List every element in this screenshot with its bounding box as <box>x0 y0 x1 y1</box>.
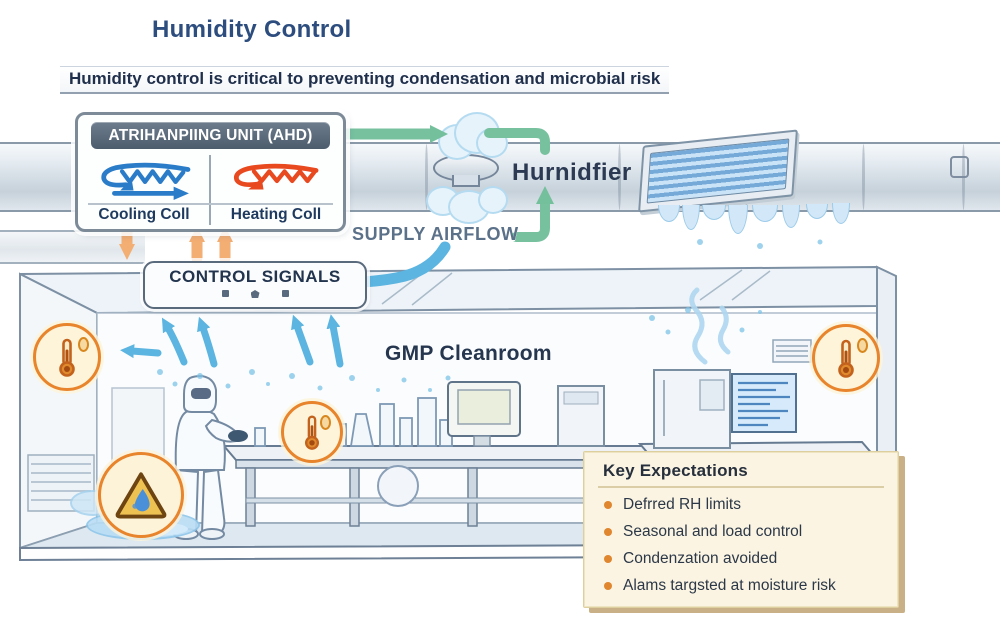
page-title: Humidity Control <box>152 16 352 43</box>
list-item: Alams targsted at moisture risk <box>598 573 884 600</box>
humidifier-label: Hurnidfier <box>512 159 632 186</box>
ahu-box: ATRIHANPIING UNIT (AHD) Cooling Coll Hea… <box>75 112 346 232</box>
icicle <box>682 205 700 230</box>
bullet-icon <box>604 528 612 536</box>
equipment-steam <box>689 287 731 365</box>
heating-coil-icon <box>216 159 336 201</box>
under-bench-vessel <box>377 465 419 507</box>
supply-airflow-label: SUPPLY AIRFLOW <box>352 224 519 244</box>
list-item: Seasonal and load control <box>598 519 884 546</box>
thermometer-icon <box>33 323 101 391</box>
handled-item <box>228 430 248 442</box>
thermometer-icon <box>812 324 880 392</box>
humidifier-dome-base <box>452 175 480 187</box>
heating-coil-label: Heating Coll <box>230 206 322 223</box>
divider <box>598 486 884 488</box>
icicle <box>832 203 850 224</box>
bullet-icon <box>604 582 612 590</box>
icicle <box>728 205 748 234</box>
steam-cloud-icon <box>478 186 508 214</box>
cooling-coil-icon <box>86 159 206 201</box>
divider <box>88 203 333 205</box>
ceiling-return-grille <box>772 339 812 363</box>
control-signals-label: CONTROL SIGNALS <box>169 267 341 286</box>
process-monitor <box>447 381 521 447</box>
bullet-icon <box>604 501 612 509</box>
list-item: Defrred RH limits <box>598 492 884 519</box>
mid-equipment <box>557 385 605 447</box>
cooling-coil-label: Cooling Coll <box>98 206 190 223</box>
key-expectations-title: Key Expectations <box>603 461 748 480</box>
duct-inspection-port <box>950 156 969 178</box>
icicle <box>702 205 726 220</box>
control-signals-box: CONTROL SIGNALS <box>143 261 367 309</box>
list-item: Condenzation avoided <box>598 546 884 573</box>
ahu-header: ATRIHANPIING UNIT (AHD) <box>91 122 330 149</box>
tall-unit <box>653 369 731 449</box>
icicle <box>806 204 828 219</box>
operator-visor <box>191 388 211 399</box>
signal-indicator-icons <box>221 290 289 298</box>
divider <box>209 155 211 225</box>
bullet-icon <box>604 555 612 563</box>
gmp-cleanroom-label: GMP Cleanroom <box>385 342 552 365</box>
icicle <box>658 205 680 222</box>
left-duct-stub <box>0 230 145 264</box>
icicle <box>782 205 800 228</box>
subtitle-text: Humidity control is critical to preventi… <box>60 66 670 94</box>
key-expectations-panel: Key Expectations Defrred RH limits Seaso… <box>583 451 899 608</box>
icicle <box>752 205 778 222</box>
key-expectations-list: Defrred RH limits Seasonal and load cont… <box>598 492 884 600</box>
moisture-warning-triangle-icon <box>98 452 184 538</box>
thermometer-icon <box>281 401 343 463</box>
control-screen-panel <box>731 373 797 433</box>
steam-cloud-icon <box>476 128 508 158</box>
